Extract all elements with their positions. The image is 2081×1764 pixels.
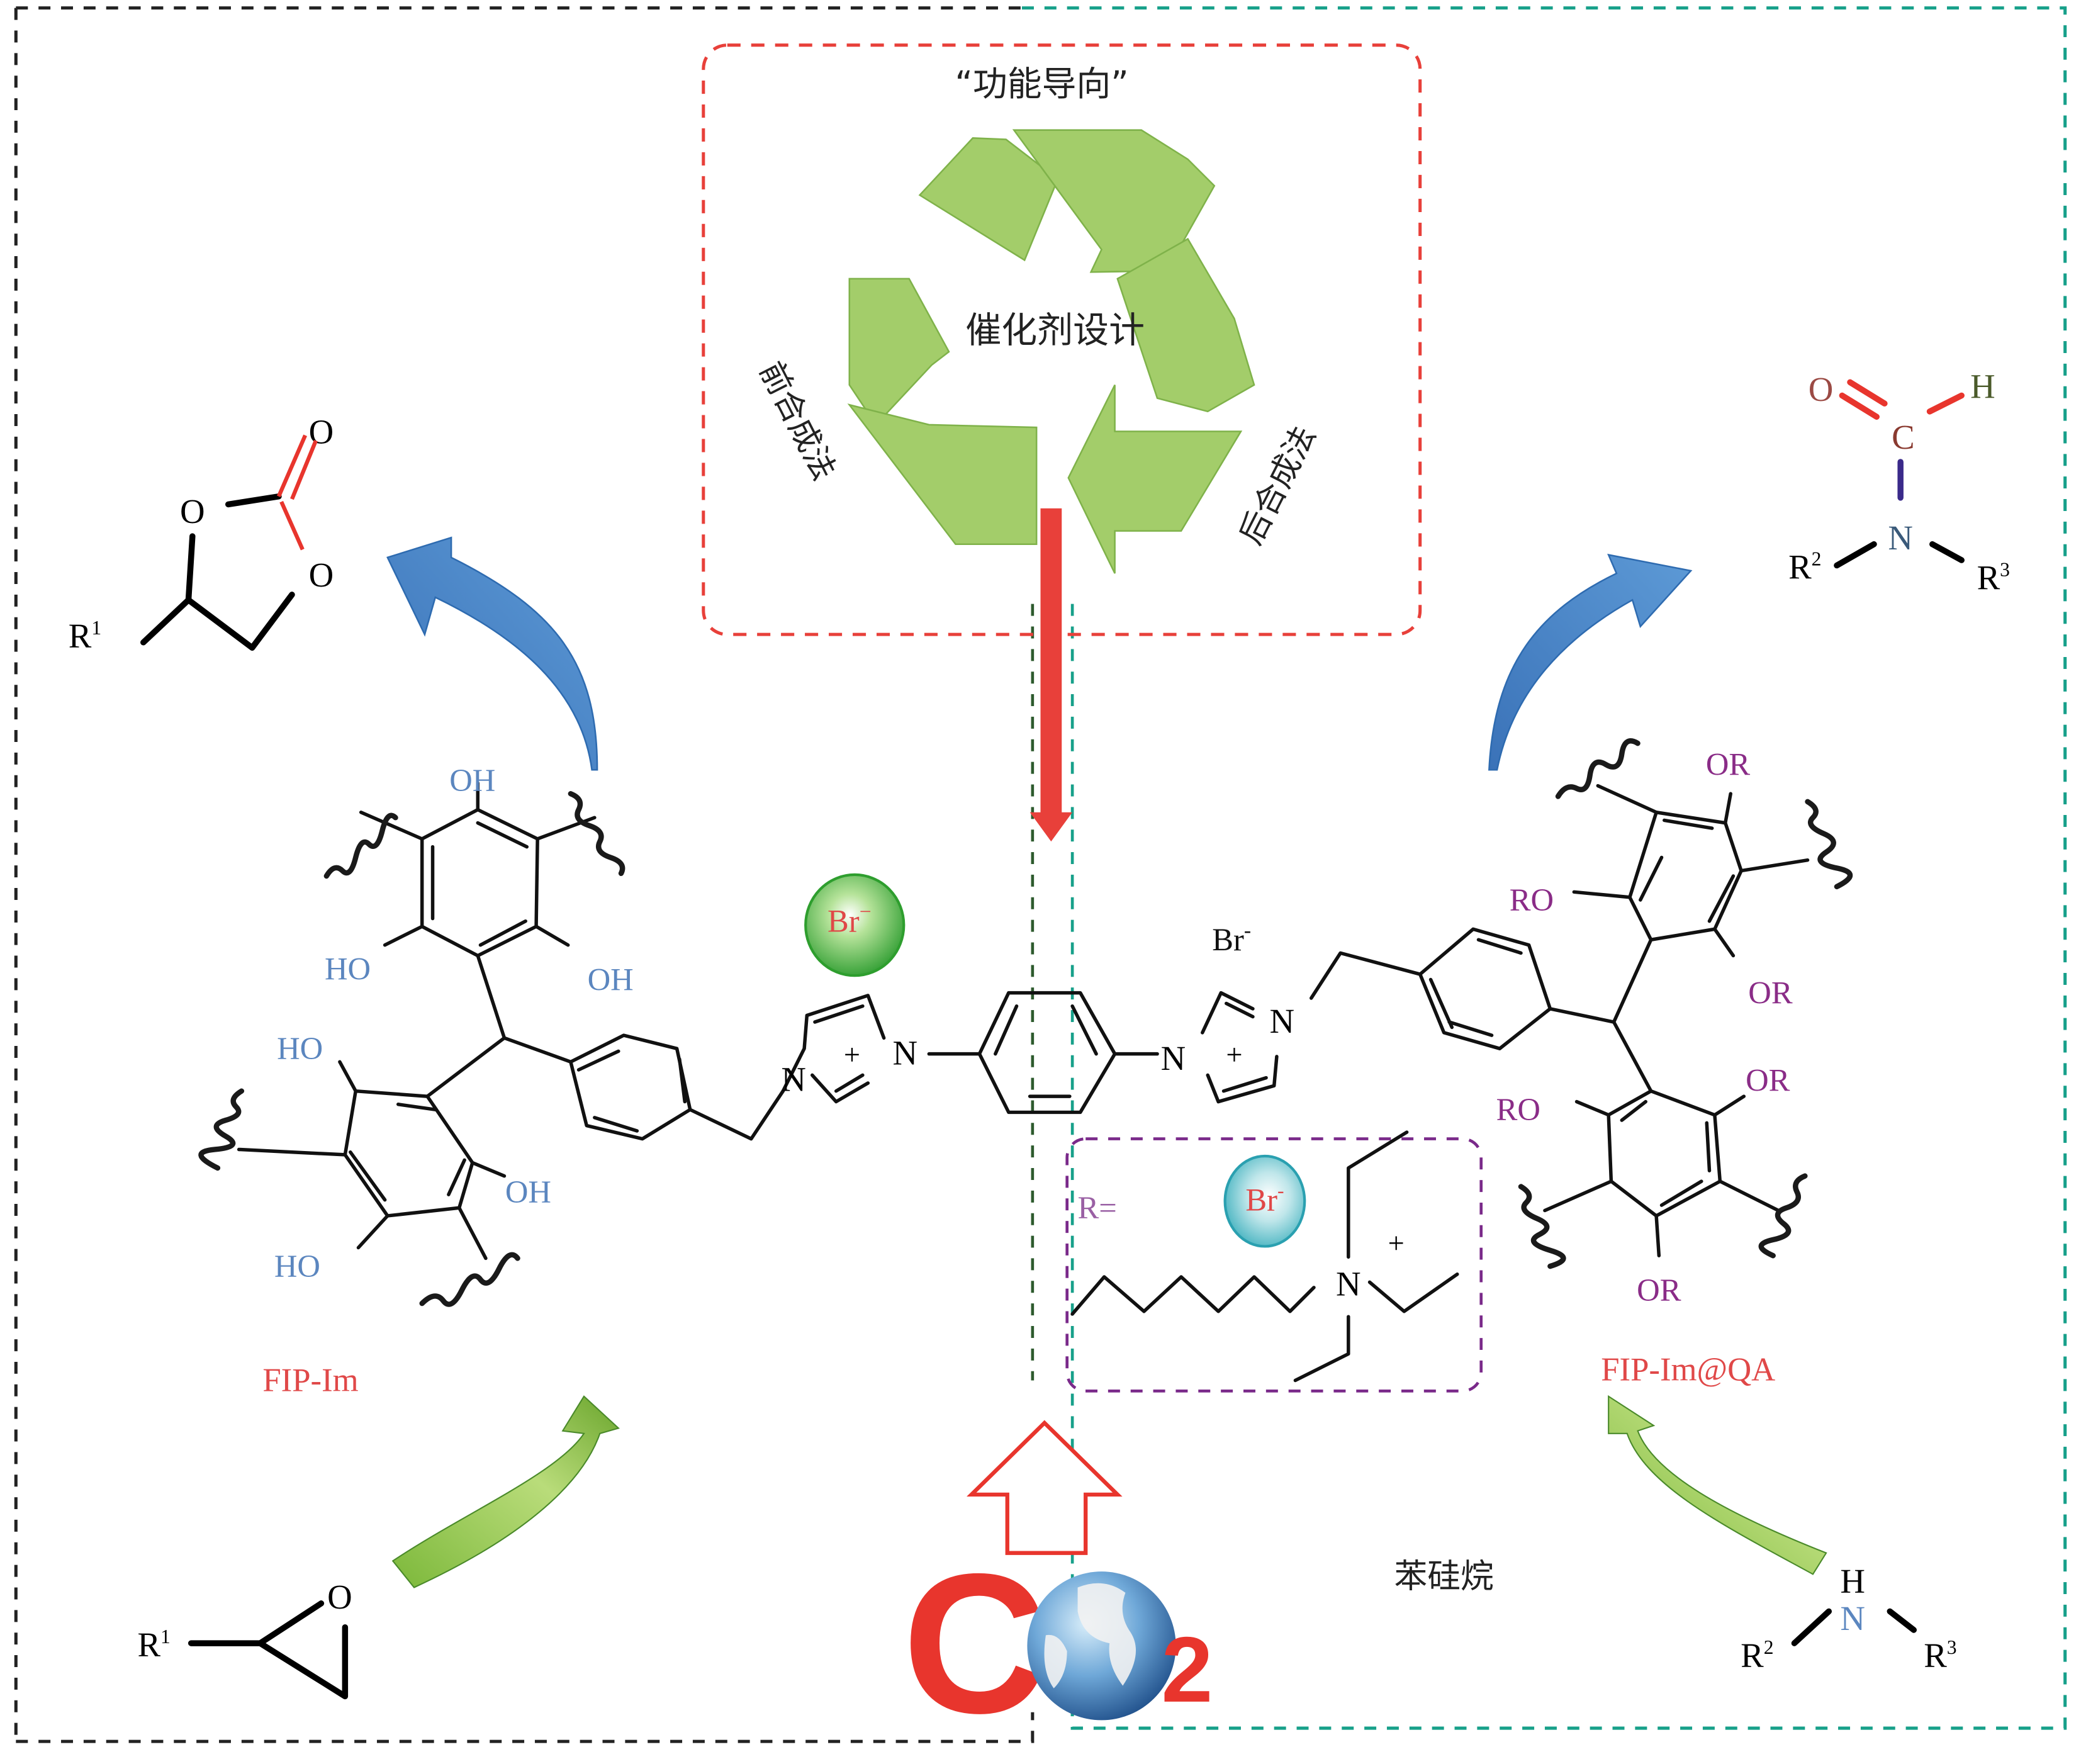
r-group-label: R= bbox=[1078, 1190, 1117, 1225]
atom-label: N bbox=[781, 1060, 806, 1099]
blue-curved-arrow-icon bbox=[1488, 553, 1693, 771]
epoxide-structure: O R1 bbox=[137, 1578, 352, 1700]
hydroxyl-label: OH bbox=[505, 1174, 551, 1210]
green-curved-arrow-icon bbox=[1608, 1395, 1827, 1575]
co2-logo: C 2 bbox=[902, 1533, 1213, 1755]
cyclic-carbonate-structure: O O O R1 bbox=[69, 412, 334, 655]
hydroxyl-label: HO bbox=[325, 952, 371, 987]
formamide-structure: O H C N R2 R3 bbox=[1788, 368, 2010, 597]
bis-imidazolium-linker: N + N N + N bbox=[781, 951, 1422, 1115]
atom-label: O bbox=[309, 556, 334, 594]
design-left-label: 前合成法 bbox=[753, 356, 843, 486]
atom-label: R1 bbox=[69, 617, 101, 655]
co2-c-label: C bbox=[902, 1533, 1046, 1755]
reagent-label: 苯硅烷 bbox=[1394, 1557, 1494, 1595]
atom-label: N bbox=[893, 1034, 918, 1072]
hydroxyl-label: HO bbox=[274, 1249, 320, 1284]
atom-label: R3 bbox=[1977, 558, 2010, 597]
atom-label: H bbox=[1840, 1562, 1865, 1600]
catalyst-name-fip-im: FIP-Im bbox=[262, 1362, 358, 1398]
ether-label: RO bbox=[1496, 1092, 1540, 1127]
right-panel-frame bbox=[1021, 6, 2067, 1730]
bromide-bubble-cyan bbox=[1223, 1154, 1306, 1248]
co2-up-arrow-icon bbox=[967, 1420, 1123, 1555]
wavy-bond bbox=[1805, 799, 1853, 890]
design-center-label: 催化剂设计 bbox=[965, 310, 1145, 351]
catalyst-name-fip-im-qa: FIP-Im@QA bbox=[1601, 1351, 1775, 1388]
wavy-bond bbox=[198, 1088, 245, 1171]
charge-label: + bbox=[1226, 1040, 1242, 1072]
charge-label: + bbox=[844, 1040, 860, 1072]
atom-label: C bbox=[1892, 418, 1915, 456]
r-group-box: R= Br- N + bbox=[1065, 1130, 1483, 1393]
hydroxyl-label: OH bbox=[449, 763, 495, 798]
charge-label: + bbox=[1388, 1228, 1405, 1260]
bromide-label: Br- bbox=[1245, 1179, 1284, 1217]
atom-label: H bbox=[1970, 368, 1995, 406]
catalyst-design-box: “功能导向” 催化剂设计 前合成法 后合成法 bbox=[702, 43, 1422, 842]
bromide-label: Br− bbox=[827, 901, 872, 939]
atom-label: R1 bbox=[137, 1626, 170, 1664]
atom-label: R2 bbox=[1741, 1636, 1773, 1675]
atom-label: N bbox=[1270, 1002, 1295, 1040]
wavy-bond bbox=[568, 791, 625, 877]
hydroxyl-label: HO bbox=[277, 1031, 323, 1066]
ether-label: OR bbox=[1637, 1272, 1681, 1308]
bromide-label-plain: Br- bbox=[1212, 919, 1251, 957]
co2-subscript: 2 bbox=[1161, 1618, 1213, 1722]
fip-im-qa-structure: OR RO OR OR RO OR bbox=[1418, 738, 1853, 1308]
ether-label: OR bbox=[1706, 747, 1751, 782]
bromide-bubble-green: Br− bbox=[804, 873, 906, 977]
design-title: “功能导向” bbox=[955, 64, 1129, 104]
recycle-icon bbox=[847, 129, 1255, 574]
atom-label: R3 bbox=[1924, 1636, 1956, 1675]
globe-icon bbox=[1027, 1571, 1176, 1721]
wavy-bond bbox=[1518, 1184, 1566, 1269]
left-panel-frame bbox=[14, 6, 1035, 1743]
down-arrow-icon bbox=[1029, 508, 1073, 842]
atom-label: O bbox=[180, 492, 205, 531]
atom-label: O bbox=[1809, 370, 1834, 408]
atom-label: N bbox=[1336, 1264, 1361, 1303]
blue-curved-arrow-icon bbox=[386, 536, 598, 771]
atom-label: O bbox=[327, 1578, 352, 1616]
atom-label: R2 bbox=[1788, 548, 1821, 586]
ether-label: RO bbox=[1510, 882, 1554, 918]
design-right-label: 后合成法 bbox=[1232, 420, 1323, 550]
ether-label: OR bbox=[1748, 975, 1793, 1010]
green-curved-arrow-icon bbox=[391, 1395, 620, 1588]
atom-label: N bbox=[1840, 1599, 1865, 1638]
atom-label: N bbox=[1888, 519, 1913, 557]
hydroxyl-label: OH bbox=[588, 962, 634, 997]
wavy-bond bbox=[1555, 738, 1641, 799]
wavy-bond bbox=[323, 812, 398, 879]
secondary-amine-structure: H N R2 R3 bbox=[1741, 1562, 1956, 1675]
fip-im-structure: OH HO OH HO OH HO bbox=[198, 763, 785, 1307]
ether-label: OR bbox=[1746, 1063, 1790, 1098]
wavy-bond bbox=[419, 1252, 520, 1307]
wavy-bond bbox=[1758, 1173, 1808, 1259]
atom-label: N bbox=[1161, 1039, 1186, 1077]
